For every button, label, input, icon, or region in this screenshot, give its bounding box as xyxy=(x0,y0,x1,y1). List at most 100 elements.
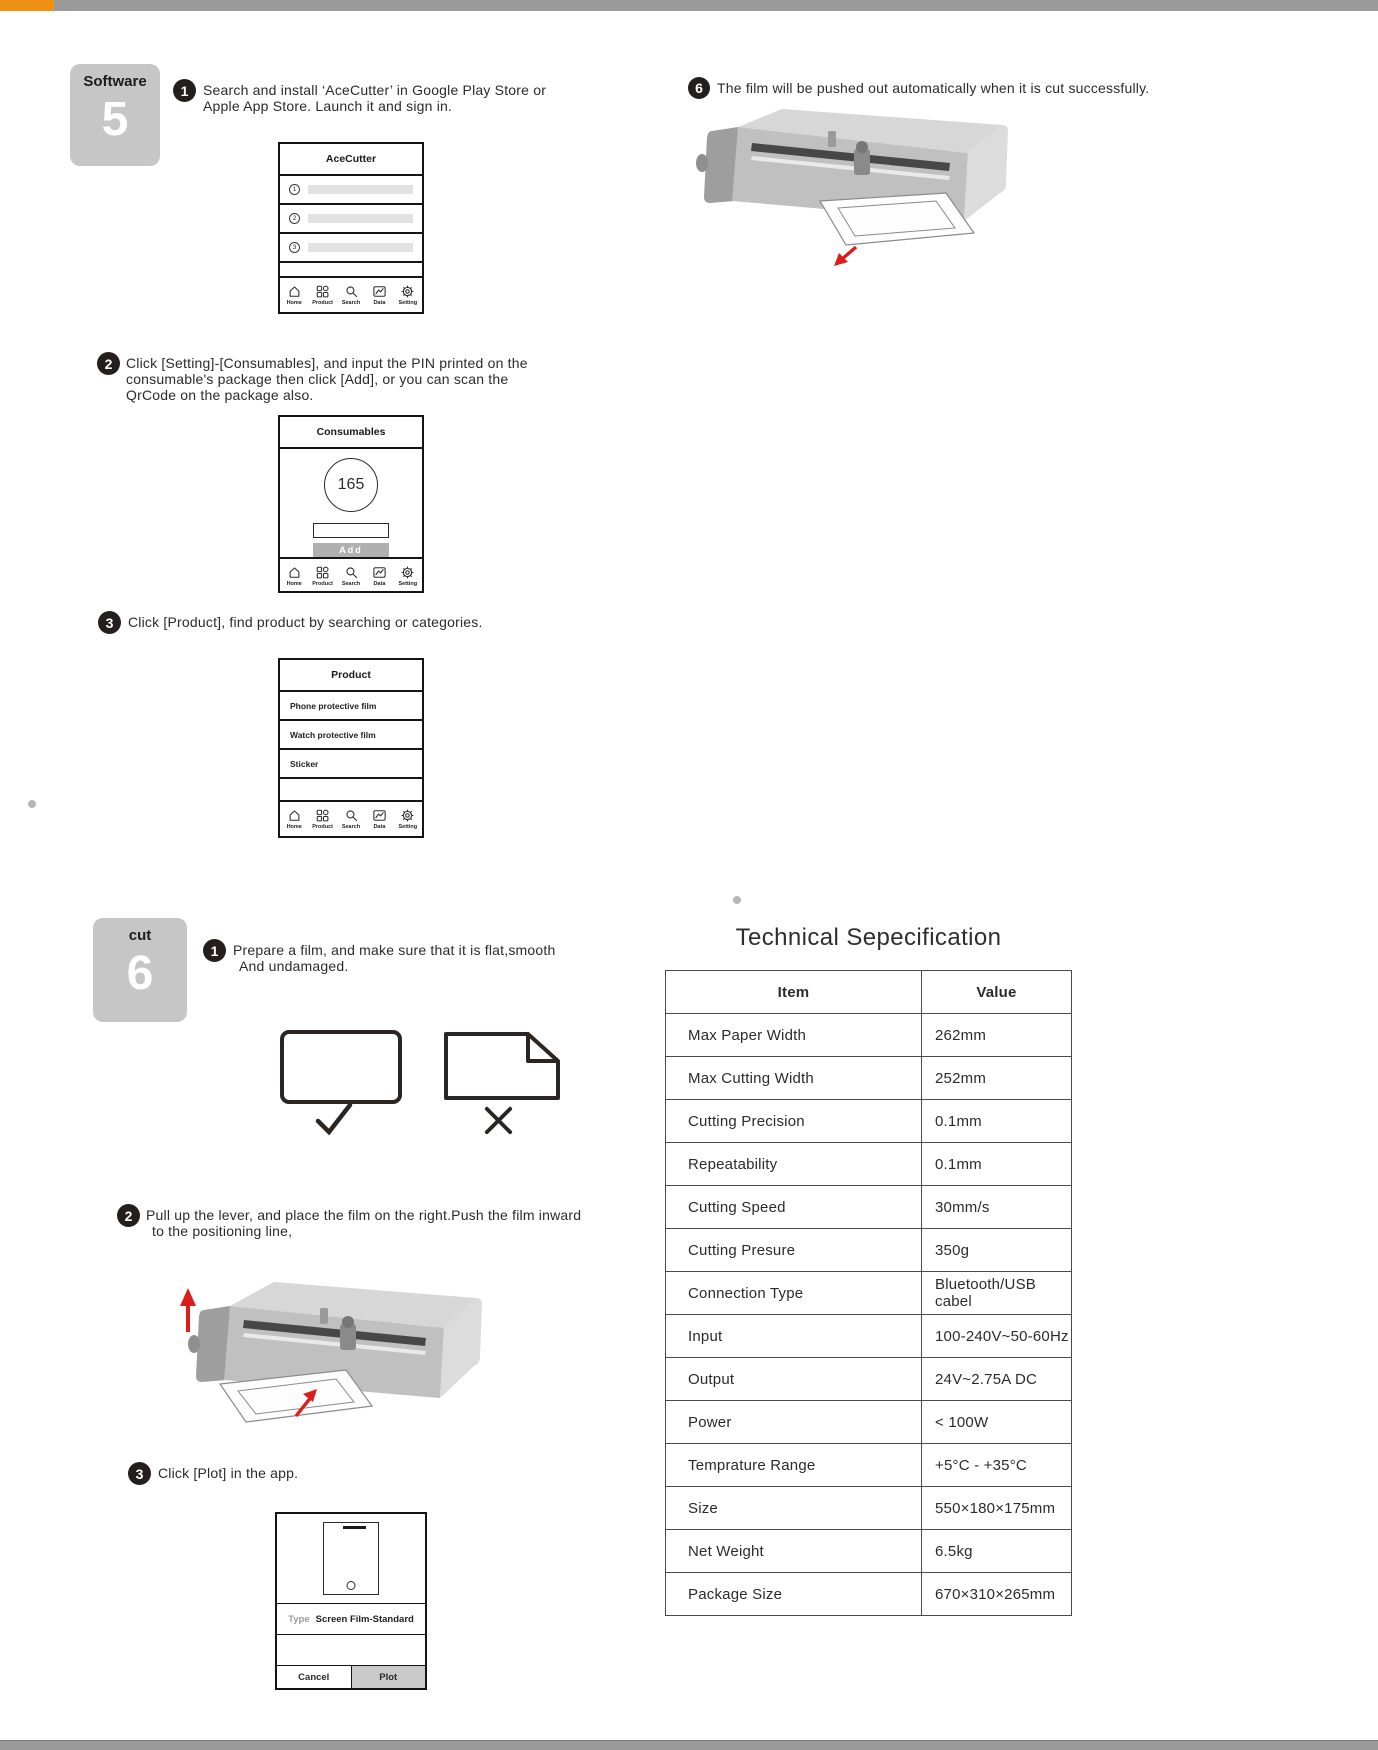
nav-label: Product xyxy=(312,581,333,587)
nav-item-setting[interactable]: Setting xyxy=(394,284,422,306)
nav-label: Product xyxy=(312,300,333,306)
chart-icon xyxy=(372,808,387,823)
software-step-3-number: 3 xyxy=(98,611,121,634)
product-category-item[interactable]: Phone protective film xyxy=(280,692,422,721)
add-button[interactable]: Add xyxy=(313,543,389,557)
row-number: 3 xyxy=(289,242,300,253)
spec-value: 252mm xyxy=(921,1056,1072,1100)
nav-item-data[interactable]: Data xyxy=(365,808,393,830)
film-type-row: Type Screen Film-Standard xyxy=(277,1604,425,1635)
cutter-machine-load-illustration xyxy=(180,1282,482,1423)
check-icon xyxy=(315,1102,353,1136)
grid-icon xyxy=(315,565,330,580)
nav-item-product[interactable]: Product xyxy=(308,565,336,587)
nav-item-search[interactable]: Search xyxy=(337,565,365,587)
nav-label: Home xyxy=(286,824,302,830)
type-label: Type xyxy=(288,1613,310,1625)
phone-empty-area xyxy=(280,779,422,800)
cut-step-2-number: 2 xyxy=(117,1204,140,1227)
software-section-badge: Software 5 xyxy=(70,64,160,166)
pin-input[interactable] xyxy=(313,523,389,538)
cut-badge-label: cut xyxy=(128,927,152,944)
spec-item: Size xyxy=(665,1486,922,1530)
decorative-dot xyxy=(733,896,741,904)
home-icon xyxy=(287,284,302,299)
spec-value: 24V~2.75A DC xyxy=(921,1357,1072,1401)
gear-icon xyxy=(400,284,415,299)
product-category-item[interactable]: Sticker xyxy=(280,750,422,779)
nav-item-product[interactable]: Product xyxy=(308,284,336,306)
spec-value: 0.1mm xyxy=(921,1142,1072,1186)
grid-icon xyxy=(315,284,330,299)
x-icon xyxy=(484,1106,513,1135)
empty-row xyxy=(277,1635,425,1666)
spec-value: 670×310×265mm xyxy=(921,1572,1072,1616)
gear-icon xyxy=(400,565,415,580)
software-step-3-text: Click [Product], find product by searchi… xyxy=(128,614,483,630)
nav-item-home[interactable]: Home xyxy=(280,565,308,587)
nav-label: Search xyxy=(341,824,361,830)
nav-item-data[interactable]: Data xyxy=(365,565,393,587)
spec-header-value: Value xyxy=(921,970,1072,1014)
cut-step-3-text: Click [Plot] in the app. xyxy=(158,1465,299,1481)
spec-header-item: Item xyxy=(665,970,922,1014)
eject-step-number: 6 xyxy=(688,77,710,99)
software-step-2-text: Click [Setting]-[Consumables], and input… xyxy=(126,355,528,403)
spec-item: Cutting Precision xyxy=(665,1099,922,1143)
spec-title: Technical Sepecification xyxy=(735,924,1002,951)
page-top-bar xyxy=(0,0,1378,11)
nav-item-data[interactable]: Data xyxy=(365,284,393,306)
row-number: 2 xyxy=(289,213,300,224)
nav-item-setting[interactable]: Setting xyxy=(394,808,422,830)
software-step-2-number: 2 xyxy=(97,352,120,375)
nav-item-search[interactable]: Search xyxy=(337,284,365,306)
spec-item: Max Paper Width xyxy=(665,1013,922,1057)
search-icon xyxy=(344,284,359,299)
grid-icon xyxy=(315,808,330,823)
search-icon xyxy=(344,808,359,823)
nav-item-home[interactable]: Home xyxy=(280,808,308,830)
spec-row: Temprature Range+5°C - +35°C xyxy=(665,1443,1072,1487)
nav-item-home[interactable]: Home xyxy=(280,284,308,306)
spec-value: 0.1mm xyxy=(921,1099,1072,1143)
row-number: 1 xyxy=(289,184,300,195)
phone-empty-area xyxy=(280,263,422,276)
login-field-row[interactable]: 2 xyxy=(280,205,422,234)
spec-value: Bluetooth/USB cabel xyxy=(921,1271,1072,1315)
chart-icon xyxy=(372,565,387,580)
cut-step-2-text: Pull up the lever, and place the film on… xyxy=(146,1207,582,1239)
software-badge-label: Software xyxy=(83,73,147,90)
spec-value: +5°C - +35°C xyxy=(921,1443,1072,1487)
plot-button[interactable]: Plot xyxy=(351,1666,425,1688)
cut-step-1-text: Prepare a film, and make sure that it is… xyxy=(233,942,556,974)
spec-item: Net Weight xyxy=(665,1529,922,1573)
cut-badge-number: 6 xyxy=(126,947,154,1000)
nav-label: Home xyxy=(286,300,302,306)
nav-item-setting[interactable]: Setting xyxy=(394,565,422,587)
nav-label: Product xyxy=(312,824,333,830)
nav-label: Data xyxy=(373,300,386,306)
product-category-item[interactable]: Watch protective film xyxy=(280,721,422,750)
login-field-row[interactable]: 1 xyxy=(280,176,422,205)
cancel-button[interactable]: Cancel xyxy=(277,1666,352,1688)
nav-item-product[interactable]: Product xyxy=(308,808,336,830)
login-field-row[interactable]: 3 xyxy=(280,234,422,263)
spec-value: 100-240V~50-60Hz xyxy=(921,1314,1072,1358)
spec-item: Input xyxy=(665,1314,922,1358)
eject-step-text: The film will be pushed out automaticall… xyxy=(717,80,1150,96)
search-icon xyxy=(344,565,359,580)
cut-section-badge: cut 6 xyxy=(93,918,187,1022)
nav-item-search[interactable]: Search xyxy=(337,808,365,830)
spec-row: Power< 100W xyxy=(665,1400,1072,1444)
